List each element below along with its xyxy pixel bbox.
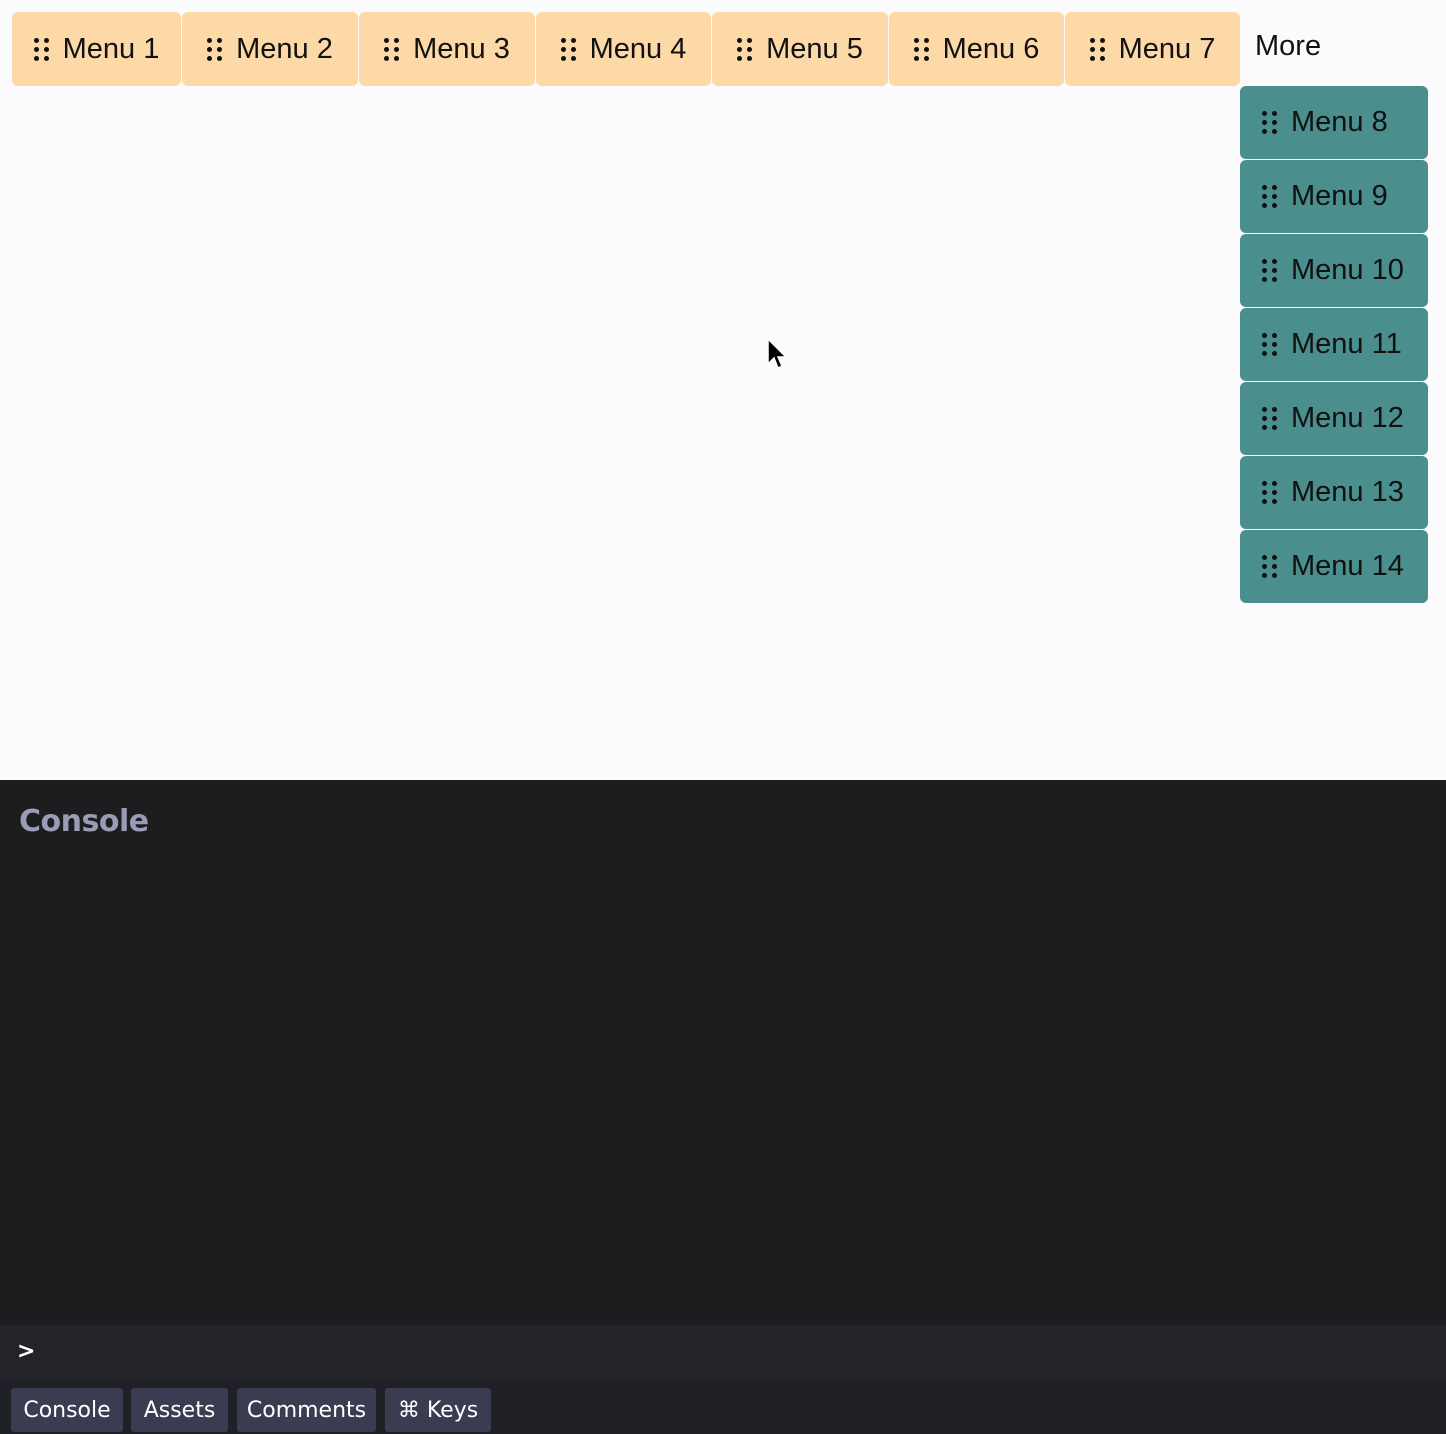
dropdown-item-label: Menu 9 bbox=[1291, 180, 1388, 212]
more-dropdown: Menu 8 Menu 9 Menu 10 Menu 11 Menu 12 Me… bbox=[1240, 86, 1428, 604]
menu-item-4[interactable]: Menu 4 bbox=[536, 12, 711, 86]
prompt-icon: > bbox=[17, 1339, 36, 1364]
menu-item-label: Menu 1 bbox=[62, 32, 160, 65]
menu-item-3[interactable]: Menu 3 bbox=[359, 12, 535, 86]
dropdown-item-label: Menu 11 bbox=[1291, 328, 1402, 360]
dropdown-item-12[interactable]: Menu 12 bbox=[1240, 382, 1428, 455]
menu-item-7[interactable]: Menu 7 bbox=[1065, 12, 1240, 86]
mouse-cursor-icon bbox=[767, 338, 788, 370]
console-panel: Console > Console Assets Comments ⌘ Keys bbox=[0, 780, 1446, 1434]
drag-handle-icon[interactable] bbox=[737, 37, 753, 61]
drag-handle-icon[interactable] bbox=[1089, 37, 1105, 61]
dropdown-item-8[interactable]: Menu 8 bbox=[1240, 86, 1428, 159]
dropdown-item-label: Menu 14 bbox=[1291, 550, 1404, 582]
tab-comments[interactable]: Comments bbox=[237, 1388, 376, 1432]
dropdown-item-label: Menu 12 bbox=[1291, 402, 1404, 434]
console-tabs: Console Assets Comments ⌘ Keys bbox=[0, 1381, 1446, 1434]
dropdown-item-label: Menu 8 bbox=[1291, 106, 1388, 138]
dropdown-item-11[interactable]: Menu 11 bbox=[1240, 308, 1428, 381]
dropdown-item-10[interactable]: Menu 10 bbox=[1240, 234, 1428, 307]
drag-handle-icon[interactable] bbox=[1262, 555, 1277, 578]
dropdown-item-label: Menu 10 bbox=[1291, 254, 1404, 286]
drag-handle-icon[interactable] bbox=[1262, 407, 1277, 430]
menu-item-2[interactable]: Menu 2 bbox=[182, 12, 358, 86]
menu-item-label: Menu 4 bbox=[589, 32, 687, 65]
drag-handle-icon[interactable] bbox=[1262, 259, 1277, 282]
menu-item-1[interactable]: Menu 1 bbox=[12, 12, 181, 86]
console-title: Console bbox=[19, 804, 149, 839]
tab-keys[interactable]: ⌘ Keys bbox=[385, 1388, 491, 1432]
drag-handle-icon[interactable] bbox=[33, 37, 49, 61]
dropdown-item-label: Menu 13 bbox=[1291, 476, 1404, 508]
menu-item-label: Menu 6 bbox=[942, 32, 1040, 65]
menu-item-5[interactable]: Menu 5 bbox=[712, 12, 888, 86]
menu-item-label: Menu 7 bbox=[1118, 32, 1216, 65]
dropdown-item-13[interactable]: Menu 13 bbox=[1240, 456, 1428, 529]
drag-handle-icon[interactable] bbox=[1262, 333, 1277, 356]
tab-console[interactable]: Console bbox=[11, 1388, 123, 1432]
drag-handle-icon[interactable] bbox=[1262, 111, 1277, 134]
menu-item-label: Menu 2 bbox=[236, 32, 333, 65]
drag-handle-icon[interactable] bbox=[560, 37, 576, 61]
menu-item-label: Menu 5 bbox=[766, 32, 863, 65]
menu-item-6[interactable]: Menu 6 bbox=[889, 12, 1064, 86]
dropdown-item-9[interactable]: Menu 9 bbox=[1240, 160, 1428, 233]
more-menu-button[interactable]: More bbox=[1255, 30, 1322, 62]
drag-handle-icon[interactable] bbox=[1262, 481, 1277, 504]
drag-handle-icon[interactable] bbox=[913, 37, 929, 61]
menubar: Menu 1 Menu 2 Menu 3 Menu 4 Menu 5 Menu … bbox=[12, 12, 1241, 86]
console-input[interactable]: > bbox=[0, 1325, 1446, 1381]
tab-assets[interactable]: Assets bbox=[131, 1388, 228, 1432]
drag-handle-icon[interactable] bbox=[1262, 185, 1277, 208]
dropdown-item-14[interactable]: Menu 14 bbox=[1240, 530, 1428, 603]
drag-handle-icon[interactable] bbox=[384, 37, 400, 61]
menu-item-label: Menu 3 bbox=[413, 32, 510, 65]
drag-handle-icon[interactable] bbox=[207, 37, 223, 61]
